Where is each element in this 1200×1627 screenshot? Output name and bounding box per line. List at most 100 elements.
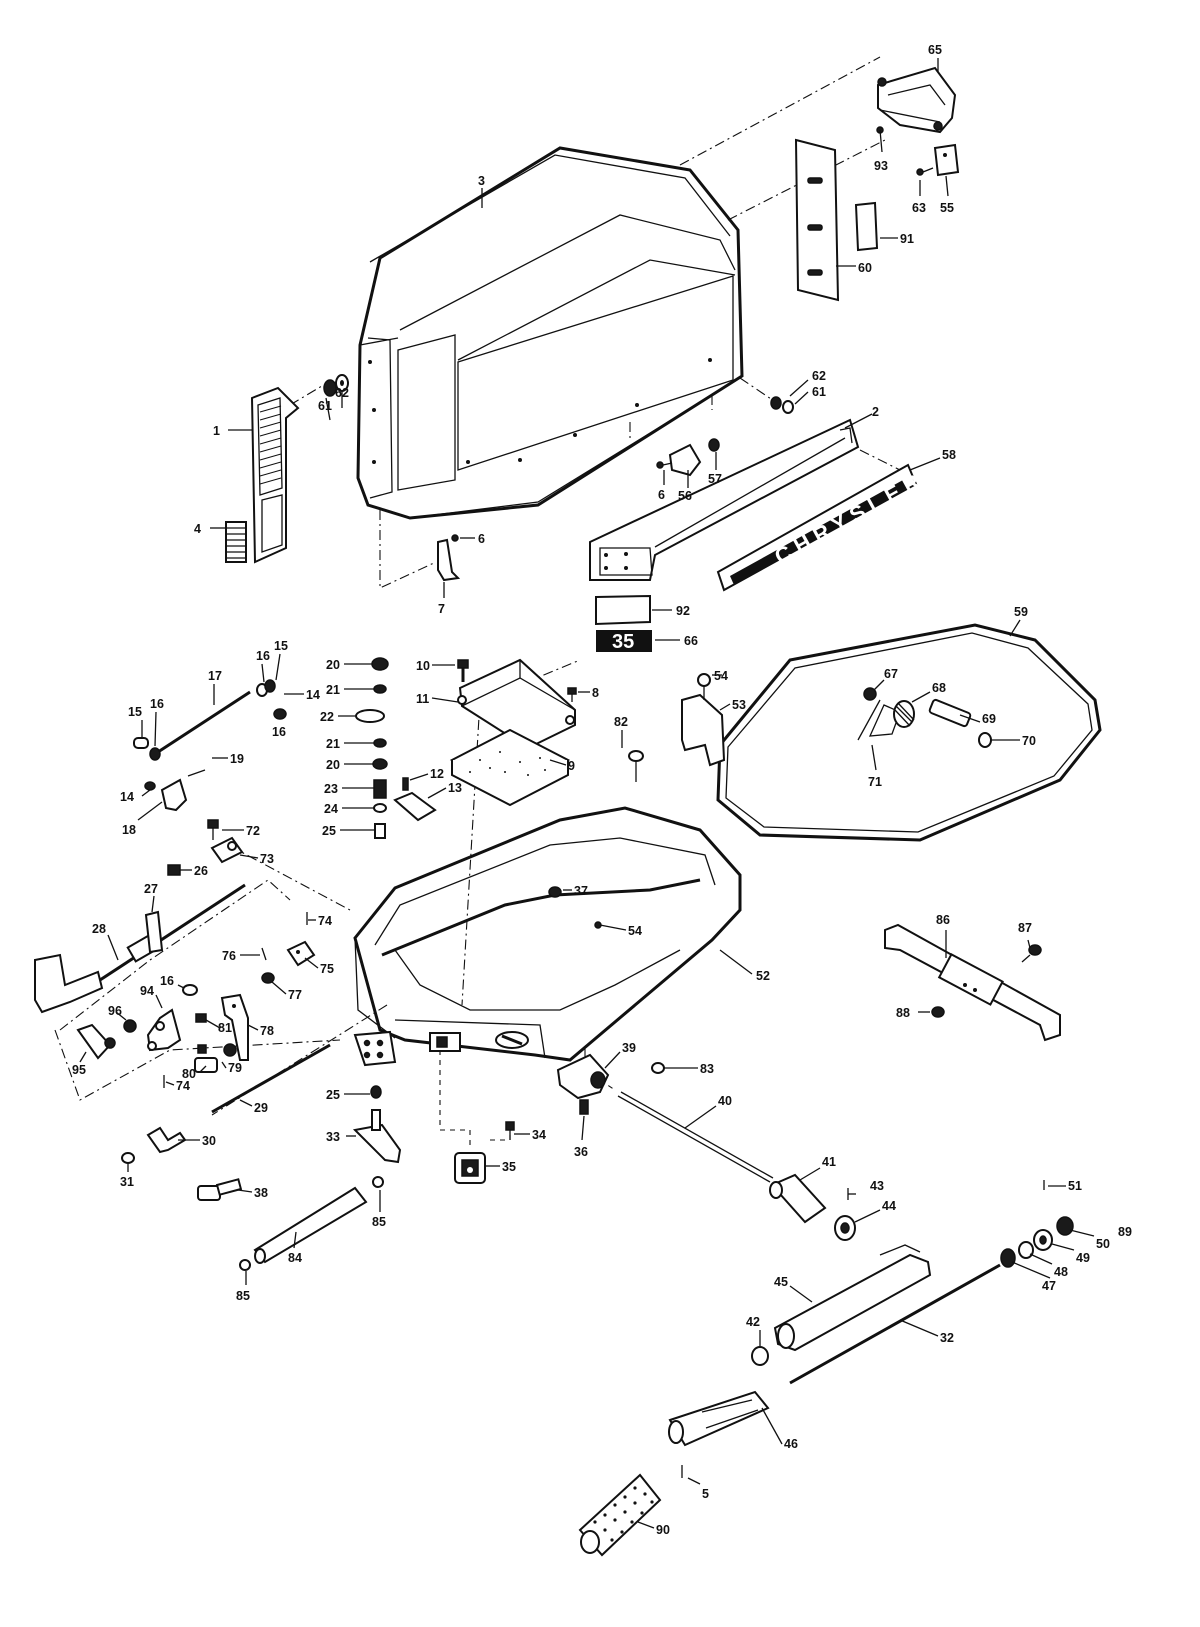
callout-25-a: 25 <box>322 824 336 838</box>
callout-54-top: 54 <box>714 669 728 683</box>
callout-41: 41 <box>822 1155 836 1169</box>
tiller-arm-45 <box>773 1244 932 1352</box>
hinge-plate <box>794 138 840 302</box>
callout-20-b: 20 <box>326 758 340 772</box>
callout-22: 22 <box>320 710 334 724</box>
callout-62-right: 62 <box>812 369 826 383</box>
screw-63 <box>916 167 934 176</box>
callout-78: 78 <box>260 1024 274 1038</box>
callout-18: 18 <box>122 823 136 837</box>
callout-6-left: 6 <box>478 532 485 546</box>
lower-motor-pan <box>353 806 742 1067</box>
callout-40: 40 <box>718 1094 732 1108</box>
callout-29: 29 <box>254 1101 268 1115</box>
callout-25-b: 25 <box>326 1088 340 1102</box>
shift-handle-group <box>34 864 291 1031</box>
callout-1: 1 <box>213 424 220 438</box>
clip-56 <box>668 443 702 477</box>
plate-13 <box>393 777 437 822</box>
throttle-rod-17 <box>149 679 276 761</box>
callout-80: 80 <box>182 1067 196 1081</box>
callout-93: 93 <box>874 159 888 173</box>
callout-48: 48 <box>1054 1265 1068 1279</box>
collar-44 <box>834 1188 856 1241</box>
callout-85-b: 85 <box>236 1289 250 1303</box>
silencer-foam <box>449 728 571 807</box>
callout-83: 83 <box>700 1062 714 1076</box>
callout-60: 60 <box>858 261 872 275</box>
callout-85-a: 85 <box>372 1215 386 1229</box>
callout-62-left: 62 <box>335 386 349 400</box>
callout-45: 45 <box>774 1275 788 1289</box>
callout-36: 36 <box>574 1145 588 1159</box>
callout-26: 26 <box>194 864 208 878</box>
shaft-84 <box>239 1176 384 1271</box>
throttle-parts-47-51 <box>1000 1180 1074 1268</box>
callout-59: 59 <box>1014 605 1028 619</box>
washers-61-62-left <box>323 374 349 397</box>
callout-38: 38 <box>254 1186 268 1200</box>
callout-86: 86 <box>936 913 950 927</box>
cable-40 <box>617 1091 774 1183</box>
callout-84: 84 <box>288 1251 302 1265</box>
callout-leaders <box>79 58 1095 1529</box>
callout-74-b: 74 <box>176 1079 190 1093</box>
side-grille-panel <box>250 386 300 564</box>
callout-89: 89 <box>1118 1225 1132 1239</box>
callout-65: 65 <box>928 43 942 57</box>
nut-16 <box>273 708 287 720</box>
nut-57 <box>708 438 720 452</box>
callout-61-right: 61 <box>812 385 826 399</box>
callout-75: 75 <box>320 962 334 976</box>
callout-16-b: 16 <box>150 697 164 711</box>
callout-labels: 3 1 4 61 62 2 58 56 57 6 6 7 62 61 60 91… <box>72 43 1132 1537</box>
callout-16-c: 16 <box>272 725 286 739</box>
washers-61-62-right <box>770 396 794 414</box>
callout-53: 53 <box>732 698 746 712</box>
screw-10 <box>457 659 469 682</box>
callout-16-a: 16 <box>256 649 270 663</box>
callout-3: 3 <box>478 174 485 188</box>
callout-91: 91 <box>900 232 914 246</box>
fitting-38 <box>197 1178 243 1201</box>
callout-2: 2 <box>872 405 879 419</box>
callout-94: 94 <box>140 984 154 998</box>
linkage-stack <box>355 657 389 839</box>
shift-lever-33 <box>352 1085 402 1164</box>
callout-96: 96 <box>108 1004 122 1018</box>
side-trim-strip <box>589 418 860 581</box>
callout-54-pan: 54 <box>628 924 642 938</box>
grip-core-46 <box>668 1390 770 1447</box>
o-ring-42 <box>751 1346 769 1366</box>
callout-63: 63 <box>912 201 926 215</box>
callout-31: 31 <box>120 1175 134 1189</box>
screw-72 <box>207 819 219 840</box>
lower-linkage-group <box>54 912 341 1101</box>
screw-8 <box>567 687 577 702</box>
callout-58: 58 <box>942 448 956 462</box>
callout-68: 68 <box>932 681 946 695</box>
nipple-83 <box>651 1062 665 1074</box>
callout-71: 71 <box>868 775 882 789</box>
callout-81: 81 <box>218 1021 232 1035</box>
callout-76: 76 <box>222 949 236 963</box>
washer-31 <box>121 1152 135 1164</box>
callout-35: 35 <box>502 1160 516 1174</box>
callout-55: 55 <box>940 201 954 215</box>
callout-82: 82 <box>614 715 628 729</box>
callout-21-b: 21 <box>326 737 340 751</box>
knob-30 <box>146 1126 187 1154</box>
callout-44: 44 <box>882 1199 896 1213</box>
decal-91 <box>854 201 879 252</box>
latch-spring-assembly <box>857 687 992 748</box>
callout-8: 8 <box>592 686 599 700</box>
mount-bracket-86 <box>884 923 1061 1042</box>
callout-6-right: 6 <box>658 488 665 502</box>
rod-29 <box>211 1043 331 1114</box>
callout-56: 56 <box>678 489 692 503</box>
callout-32: 32 <box>940 1331 954 1345</box>
callout-70: 70 <box>1022 734 1036 748</box>
screw-34 <box>505 1121 515 1140</box>
screw-82 <box>628 750 644 782</box>
clamp-73 <box>210 836 244 864</box>
